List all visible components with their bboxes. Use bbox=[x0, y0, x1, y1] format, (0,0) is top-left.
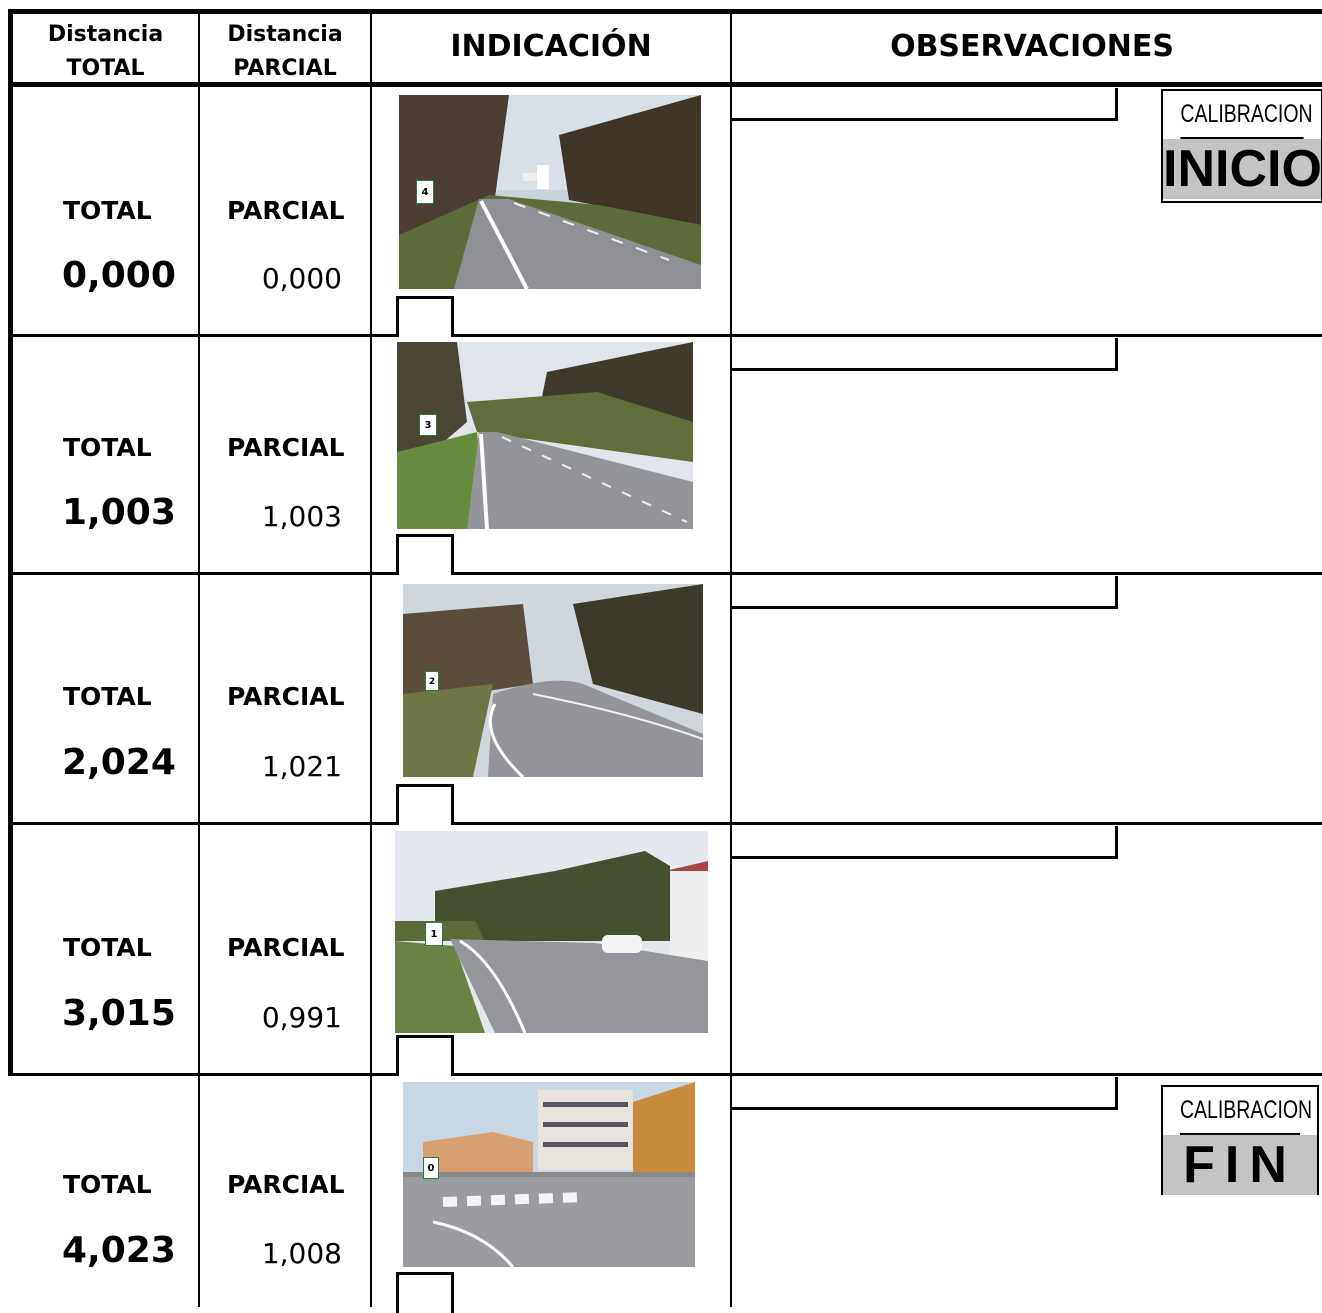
road-photo bbox=[403, 584, 703, 777]
total-value: 4,023 bbox=[62, 1230, 176, 1271]
observation-box bbox=[732, 88, 1118, 121]
reference-box bbox=[396, 1035, 454, 1076]
total-label: TOTAL bbox=[63, 1170, 152, 1199]
row-divider bbox=[8, 572, 1322, 575]
calibration-end-badge: CALIBRACION FIN bbox=[1161, 1085, 1319, 1195]
km-sign-number: 0 bbox=[427, 1163, 435, 1174]
km-sign: 0 bbox=[423, 1157, 439, 1179]
total-value: 3,015 bbox=[62, 993, 176, 1034]
partial-label: PARCIAL bbox=[227, 682, 345, 711]
km-sign-number: 4 bbox=[421, 187, 429, 198]
road-photo bbox=[395, 831, 708, 1033]
row-divider bbox=[8, 334, 1322, 337]
total-label: TOTAL bbox=[63, 433, 152, 462]
total-label: TOTAL bbox=[63, 933, 152, 962]
partial-value: 0,000 bbox=[261, 262, 342, 295]
road-photo bbox=[397, 342, 693, 529]
km-sign: 3 bbox=[419, 414, 437, 436]
km-sign: 2 bbox=[425, 671, 439, 691]
header-partial-line2: PARCIAL bbox=[233, 56, 337, 81]
km-sign-number: 3 bbox=[424, 420, 432, 431]
partial-value: 1,008 bbox=[261, 1237, 342, 1270]
calibration-end-caption: CALIBRACION bbox=[1179, 1087, 1312, 1135]
observation-box bbox=[732, 1077, 1118, 1110]
partial-value: 1,021 bbox=[261, 750, 342, 783]
table-top-border bbox=[8, 9, 1322, 14]
calibration-start-badge: CALIBRACION INICIO bbox=[1161, 89, 1322, 203]
total-label: TOTAL bbox=[63, 682, 152, 711]
partial-label: PARCIAL bbox=[227, 433, 345, 462]
column-divider bbox=[370, 9, 372, 1307]
km-sign: 1 bbox=[425, 922, 443, 946]
observation-box bbox=[732, 826, 1118, 859]
column-divider bbox=[198, 9, 200, 1307]
partial-label: PARCIAL bbox=[227, 196, 345, 225]
row-divider bbox=[8, 1073, 1322, 1076]
total-value: 0,000 bbox=[62, 255, 176, 296]
header-bottom-border bbox=[8, 82, 1322, 87]
header-partial-line1: Distancia bbox=[227, 22, 343, 47]
header-observaciones: OBSERVACIONES bbox=[890, 29, 1174, 64]
header-total-cell: Distancia TOTAL bbox=[13, 18, 198, 86]
km-sign: 4 bbox=[416, 180, 434, 204]
total-value: 2,024 bbox=[62, 742, 176, 783]
reference-box bbox=[396, 296, 454, 337]
km-sign-number: 1 bbox=[430, 929, 438, 940]
road-photo bbox=[403, 1082, 695, 1267]
row-divider bbox=[8, 822, 1322, 825]
table-left-border bbox=[8, 9, 13, 1074]
column-divider bbox=[730, 9, 732, 1307]
observation-box bbox=[732, 338, 1118, 371]
calibration-start-caption: CALIBRACION bbox=[1180, 91, 1313, 139]
header-indicacion: INDICACIÓN bbox=[450, 29, 652, 64]
partial-value: 1,003 bbox=[261, 500, 342, 533]
header-partial-cell: Distancia PARCIAL bbox=[200, 18, 370, 86]
partial-label: PARCIAL bbox=[227, 933, 345, 962]
partial-label: PARCIAL bbox=[227, 1170, 345, 1199]
reference-box bbox=[396, 784, 454, 825]
reference-box bbox=[396, 534, 454, 575]
calibration-end-label: FIN bbox=[1163, 1135, 1317, 1195]
partial-value: 0,991 bbox=[261, 1001, 342, 1034]
calibration-start-label: INICIO bbox=[1163, 139, 1322, 199]
header-total-line1: Distancia bbox=[47, 22, 164, 47]
observation-box bbox=[732, 576, 1118, 609]
header-total-line2: TOTAL bbox=[66, 56, 145, 81]
total-label: TOTAL bbox=[63, 196, 152, 225]
reference-box bbox=[396, 1272, 454, 1313]
km-sign-number: 2 bbox=[428, 677, 436, 687]
total-value: 1,003 bbox=[62, 492, 176, 533]
road-photo bbox=[399, 95, 701, 289]
